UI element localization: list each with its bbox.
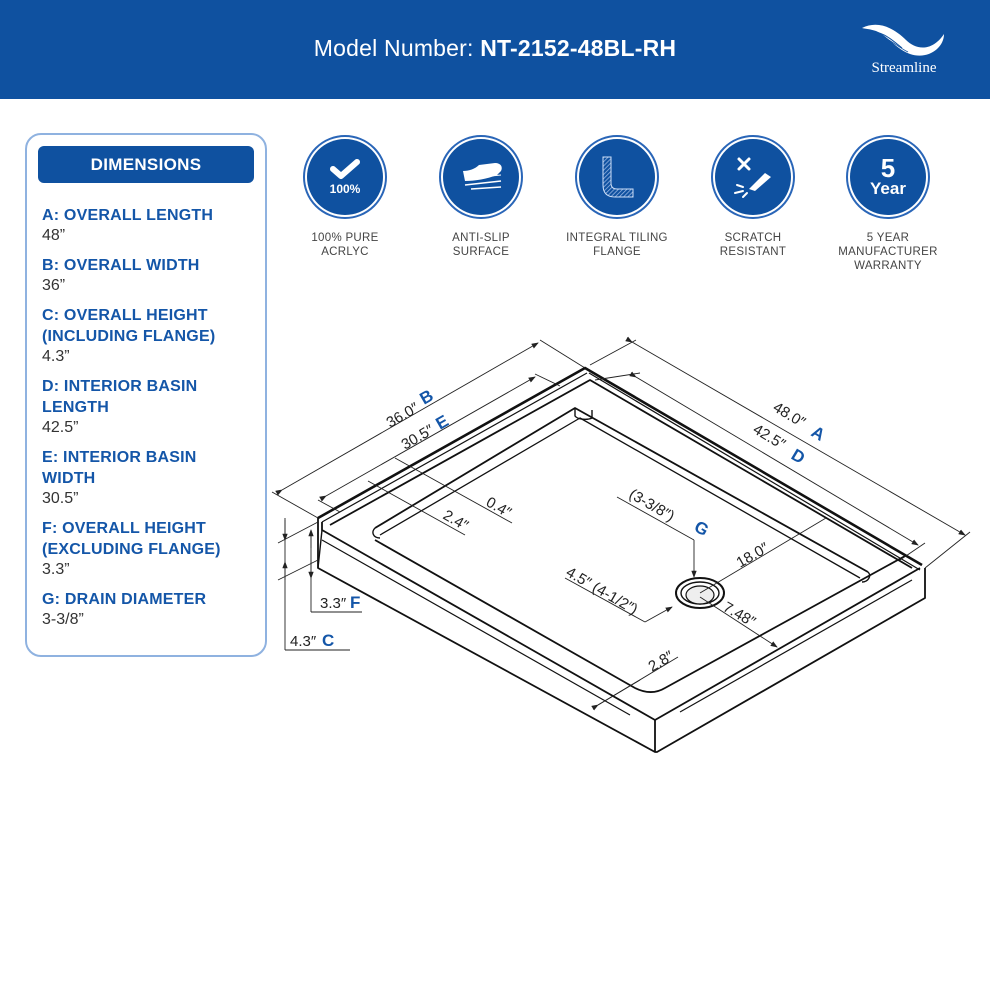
dimension-label: D: INTERIOR BASIN LENGTH bbox=[42, 378, 198, 416]
caption-line: WARRANTY bbox=[854, 260, 922, 272]
feature-caption: INTEGRAL TILING FLANGE bbox=[547, 231, 687, 259]
dimension-label: B: OVERALL WIDTH bbox=[42, 257, 200, 274]
dimensions-list: A: OVERALL LENGTH 48” B: OVERALL WIDTH 3… bbox=[42, 205, 262, 639]
brand-name: Streamline bbox=[871, 60, 937, 76]
overall-length-value: 48.0″ bbox=[770, 399, 809, 432]
drain-diameter-value: (3-3/8″) bbox=[626, 486, 677, 525]
warranty-word: Year bbox=[870, 179, 906, 198]
height-excl-flange-value: 3.3″ bbox=[320, 595, 347, 612]
model-number-value: NT-2152-48BL-RH bbox=[480, 35, 677, 61]
dimension-c: C: OVERALL HEIGHT (INCLUDING FLANGE) 4.3… bbox=[42, 305, 262, 366]
dimension-label: G: DRAIN DIAMETER bbox=[42, 591, 207, 608]
model-number-title: Model Number: NT-2152-48BL-RH bbox=[0, 35, 990, 62]
caption-line: INTEGRAL TILING bbox=[566, 232, 668, 244]
five-year-warranty-icon: 5 Year bbox=[850, 139, 926, 215]
dimension-label: C: OVERALL HEIGHT (INCLUDING FLANGE) bbox=[42, 307, 216, 345]
dimension-label: E: INTERIOR BASIN WIDTH bbox=[42, 449, 197, 487]
caption-line: RESISTANT bbox=[719, 246, 787, 258]
feature-caption: ANTI-SLIP SURFACE bbox=[411, 231, 551, 259]
caption-line: ACRLYC bbox=[321, 246, 369, 258]
height-excl-flange-letter: F bbox=[350, 593, 360, 612]
anti-slip-shoe-icon bbox=[463, 163, 502, 190]
caption-line: MANUFACTURER bbox=[838, 246, 938, 258]
streamline-logo: Streamline bbox=[858, 22, 950, 82]
dimension-value: 36” bbox=[42, 277, 66, 294]
height-incl-flange-letter: C bbox=[322, 631, 334, 650]
feature-scratch-resistant: SCRATCH RESISTANT bbox=[683, 135, 823, 259]
caption-line: 100% PURE bbox=[311, 232, 379, 244]
caption-line: SCRATCH bbox=[724, 232, 782, 244]
dimension-label: A: OVERALL LENGTH bbox=[42, 207, 214, 224]
overall-length-letter: A bbox=[808, 422, 828, 445]
drain-to-back-value: 18.0″ bbox=[734, 539, 773, 571]
feature-caption: 100% PURE ACRLYC bbox=[275, 231, 415, 259]
dimension-f: F: OVERALL HEIGHT (EXCLUDING FLANGE) 3.3… bbox=[42, 518, 262, 579]
feature-five-year-warranty: 5 Year 5 YEAR MANUFACTURER WARRANTY bbox=[818, 135, 958, 273]
interior-width-letter: E bbox=[433, 411, 452, 433]
dimension-value: 4.3” bbox=[42, 348, 70, 365]
dimension-g: G: DRAIN DIAMETER 3-3/8” bbox=[42, 589, 262, 629]
dimension-b: B: OVERALL WIDTH 36” bbox=[42, 255, 262, 295]
dimension-e: E: INTERIOR BASIN WIDTH 30.5” bbox=[42, 447, 262, 508]
front-rim-value: 2.8″ bbox=[646, 647, 678, 675]
caption-line: SURFACE bbox=[452, 246, 510, 258]
dimension-d: D: INTERIOR BASIN LENGTH 42.5” bbox=[42, 376, 262, 437]
rim-width-value: 2.4″ bbox=[440, 507, 472, 535]
dimension-value: 30.5” bbox=[42, 490, 79, 507]
overall-width-letter: B bbox=[417, 386, 437, 409]
percent-badge: 100% bbox=[329, 182, 361, 196]
feature-pure-acrylic: 100% 100% PURE ACRLYC bbox=[275, 135, 415, 259]
tray-outline bbox=[317, 366, 926, 753]
interior-length-letter: D bbox=[788, 445, 808, 468]
interior-width-value: 30.5″ bbox=[399, 421, 438, 453]
caption-line: FLANGE bbox=[593, 246, 641, 258]
overall-width-value: 36.0″ bbox=[384, 399, 423, 431]
tiling-flange-icon bbox=[602, 156, 634, 198]
dimension-label: F: OVERALL HEIGHT (EXCLUDING FLANGE) bbox=[42, 520, 221, 558]
dimension-a: A: OVERALL LENGTH 48” bbox=[42, 205, 262, 245]
drain-diameter-letter: G bbox=[691, 517, 712, 540]
dimension-value: 48” bbox=[42, 227, 66, 244]
feature-caption: 5 YEAR MANUFACTURER WARRANTY bbox=[818, 231, 958, 273]
dimension-value: 3-3/8” bbox=[42, 611, 84, 628]
feature-tiling-flange: INTEGRAL TILING FLANGE bbox=[547, 135, 687, 259]
wave-logo-icon bbox=[862, 24, 944, 56]
drain-outer-value: 4.5″ (4-1/2″) bbox=[563, 564, 641, 619]
dimension-value: 3.3” bbox=[42, 561, 70, 578]
warranty-number: 5 bbox=[880, 153, 896, 183]
scratch-resistant-icon bbox=[734, 157, 771, 198]
feature-caption: SCRATCH RESISTANT bbox=[683, 231, 823, 259]
header-banner: Model Number: NT-2152-48BL-RH Streamline bbox=[0, 0, 990, 99]
height-incl-flange-value: 4.3″ bbox=[290, 633, 317, 650]
drain-to-side-value: 7.48″ bbox=[720, 599, 759, 631]
flange-gap-value: 0.4″ bbox=[483, 494, 515, 522]
dimensions-title: DIMENSIONS bbox=[38, 146, 254, 183]
feature-anti-slip: ANTI-SLIP SURFACE bbox=[411, 135, 551, 259]
caption-line: ANTI-SLIP bbox=[452, 232, 510, 244]
dimensions-panel: DIMENSIONS A: OVERALL LENGTH 48” B: OVER… bbox=[25, 133, 267, 657]
model-number-label: Model Number: bbox=[313, 35, 481, 61]
dimension-labels: 36.0″ B 30.5″ E 48.0″ A 42.5″ D 0.4″ 2.4… bbox=[290, 386, 828, 676]
caption-line: 5 YEAR bbox=[866, 232, 910, 244]
checkmark-icon bbox=[330, 159, 360, 179]
dimension-value: 42.5” bbox=[42, 419, 79, 436]
